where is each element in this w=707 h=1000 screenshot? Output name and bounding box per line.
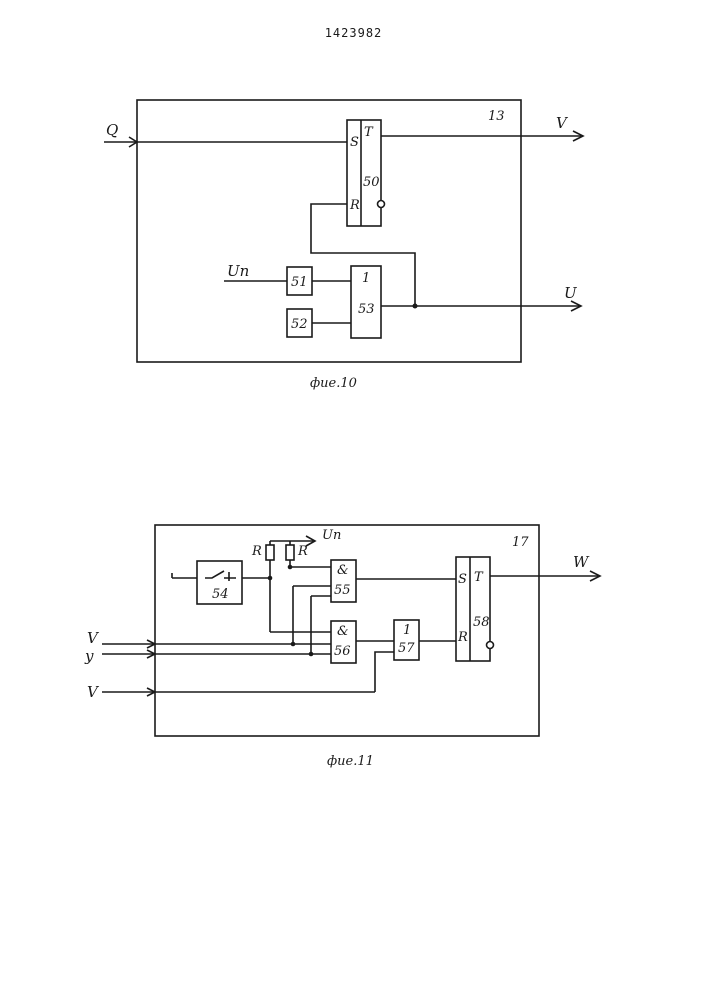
fig10-output-v-label: V: [556, 114, 569, 132]
fig11-resistor-1-label: R: [251, 544, 262, 559]
fig11-or57-symbol: 1: [403, 623, 411, 638]
figure-11: 17 Uп R R 54 & 55 & 56 V: [84, 525, 600, 769]
fig11-block-number: 17: [512, 535, 529, 550]
fig11-and55-symbol: &: [337, 563, 349, 578]
fig11-supply-label: Uп: [322, 528, 341, 543]
fig11-v2-to-or57: [375, 652, 394, 692]
fig10-or-gate-number: 53: [358, 302, 375, 317]
fig10-input-q-label: Q: [106, 121, 118, 139]
fig11-resistor-1: [266, 545, 274, 560]
fig11-trigger-t: T: [474, 570, 484, 585]
fig10-trigger-t: T: [364, 125, 374, 140]
fig11-trigger-number: 58: [473, 615, 490, 630]
fig11-or57-number: 57: [398, 641, 415, 656]
fig11-output-w-label: W: [573, 553, 590, 571]
fig11-resistor-2: [286, 545, 294, 560]
fig11-junction-r1: [268, 576, 273, 581]
fig11-and56-number: 56: [334, 644, 351, 659]
fig11-junction-v: [291, 642, 296, 647]
fig11-trigger-s: S: [458, 572, 467, 587]
fig11-trigger-inverted-output: [487, 642, 494, 649]
fig11-trigger-r: R: [457, 630, 468, 645]
fig11-junction-y: [309, 652, 314, 657]
fig10-or-gate-symbol: 1: [362, 271, 370, 286]
fig11-caption: фие.11: [327, 754, 374, 769]
fig10-trigger-r: R: [349, 198, 360, 213]
fig10-input-un-label: Uп: [227, 262, 249, 280]
fig11-input-v2-label: V: [87, 683, 100, 701]
fig11-input-y-label: y: [84, 647, 94, 665]
fig10-block-52-label: 52: [291, 317, 308, 332]
fig11-junction-r2: [288, 565, 293, 570]
fig10-trigger-number: 50: [363, 175, 380, 190]
fig10-block-number: 13: [488, 109, 505, 124]
fig10-block-51-label: 51: [291, 275, 308, 290]
fig10-trigger-inverted-output: [378, 201, 385, 208]
fig11-switch-number: 54: [212, 587, 229, 602]
fig10-junction: [413, 304, 418, 309]
fig11-and56-symbol: &: [337, 624, 349, 639]
fig11-input-v-label: V: [87, 629, 100, 647]
figure-10: 13 Q S T R 50 V Uп 51 52 1 53: [104, 100, 583, 391]
fig10-caption: фие.10: [310, 376, 357, 391]
fig10-trigger-s: S: [350, 135, 359, 150]
fig11-and55-number: 55: [334, 583, 351, 598]
fig11-resistor-2-label: R: [297, 544, 308, 559]
fig11-ground-wire: [172, 573, 197, 578]
fig10-output-u-label: U: [564, 284, 578, 302]
